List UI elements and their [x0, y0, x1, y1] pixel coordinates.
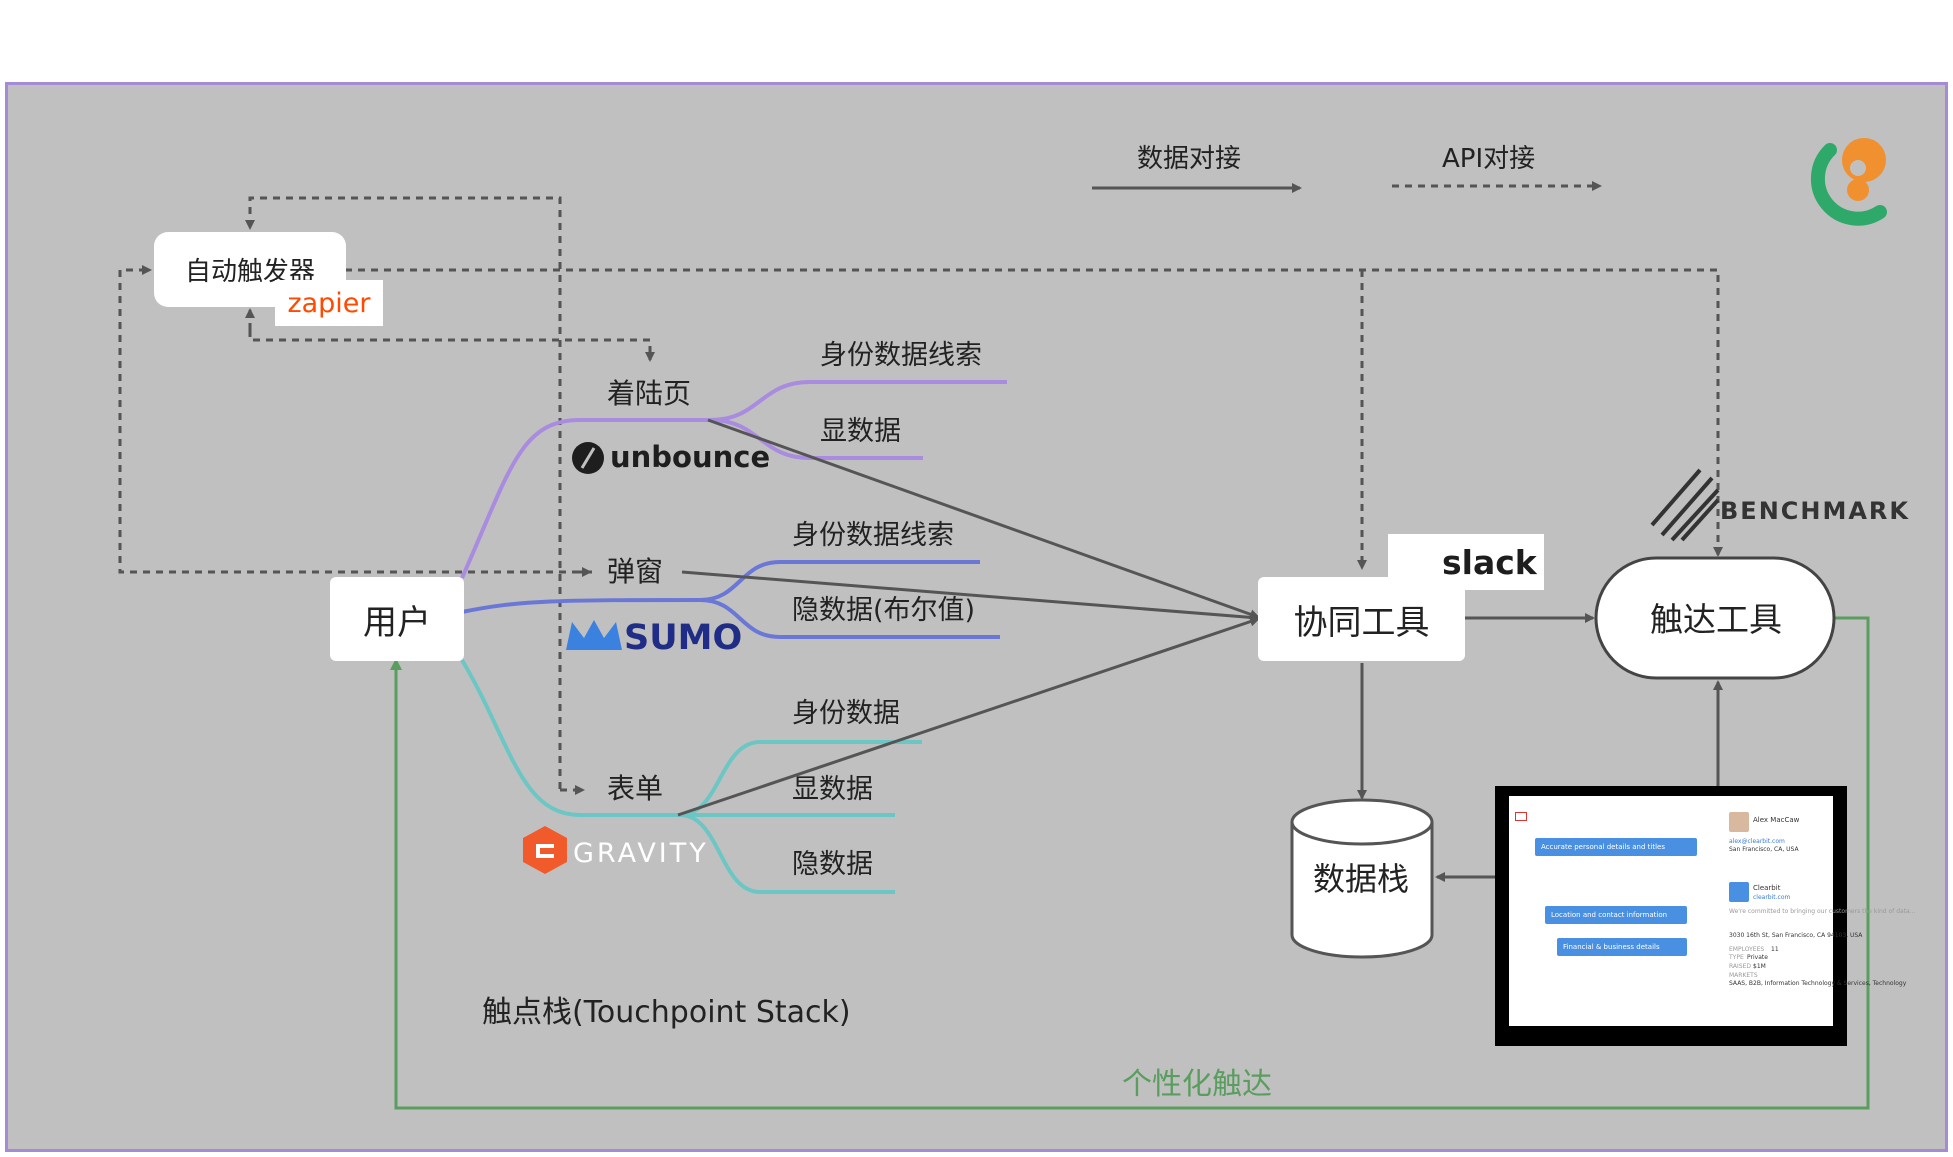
- employees-label: EMPLOYEES: [1729, 946, 1765, 953]
- markets-label: MARKETS: [1729, 972, 1758, 979]
- reach-tool-label: 触达工具: [1650, 600, 1782, 639]
- sumo-wordmark: SUMO: [624, 618, 743, 658]
- popup-label: 弹窗: [607, 555, 664, 588]
- pill-personal-details: Accurate personal details and titles: [1535, 838, 1697, 856]
- personalized-reach-caption: 个性化触达: [1122, 1067, 1272, 1102]
- mail-icon: [1515, 812, 1527, 821]
- benchmark-wordmark: BENCHMARK: [1720, 497, 1911, 525]
- form-branch-implicit: 隐数据: [792, 849, 873, 880]
- personalized-reach-loop: [390, 616, 1870, 1110]
- popup-branch-boolean: 隐数据(布尔值): [792, 595, 976, 626]
- zapier-wordmark: zapier: [287, 287, 371, 319]
- user-node: 用户: [330, 577, 464, 661]
- user-label: 用户: [363, 602, 431, 643]
- data-connections: [677, 418, 1723, 882]
- brand-logo-icon: [1810, 138, 1887, 226]
- company-name: Clearbit: [1753, 884, 1781, 892]
- collab-tool-node: 协同工具: [1258, 577, 1465, 661]
- sumo-logo: SUMO: [624, 618, 742, 658]
- pill-financial: Financial & business details: [1557, 938, 1687, 956]
- profile-email: alex@clearbit.com: [1729, 838, 1785, 845]
- enrichment-screenshot: Alex MacCaw alex@clearbit.com San Franci…: [1495, 786, 1915, 1046]
- landing-page-label: 着陆页: [607, 377, 692, 410]
- popup-branch-identity: 身份数据线索: [792, 520, 954, 551]
- profile-location: San Francisco, CA, USA: [1729, 846, 1799, 853]
- zapier-logo: zapier: [275, 280, 383, 326]
- raised-label: RAISED: [1729, 963, 1752, 970]
- markets-value: SAAS, B2B, Information Technology & Serv…: [1729, 980, 1907, 987]
- unbounce-wordmark: unbounce: [610, 440, 771, 474]
- gravity-logo: GRAVITY: [573, 838, 709, 869]
- unbounce-icon: [572, 442, 604, 474]
- company-domain: clearbit.com: [1753, 894, 1791, 901]
- avatar: [1729, 812, 1749, 832]
- reach-tool-shape: [1594, 556, 1836, 680]
- collab-tool-label: 协同工具: [1293, 602, 1430, 643]
- type-label: TYPE: [1729, 954, 1744, 961]
- form-branch-identity: 身份数据: [792, 698, 900, 729]
- landing-branch-identity: 身份数据线索: [820, 340, 982, 371]
- company-logo: [1729, 882, 1749, 902]
- data-stack-label: 数据栈: [1313, 860, 1410, 898]
- company-blurb: We're committed to bringing our customer…: [1729, 908, 1916, 915]
- popup-branches: [461, 560, 1000, 639]
- type-value: Private: [1747, 954, 1768, 961]
- data-stack-cylinder: [1290, 798, 1434, 959]
- unbounce-logo: unbounce: [610, 440, 770, 474]
- form-branch-explicit: 显数据: [792, 774, 873, 805]
- touchpoint-stack-caption: 触点栈(Touchpoint Stack): [482, 995, 851, 1030]
- landing-branches: [460, 380, 1007, 579]
- form-label: 表单: [607, 772, 664, 805]
- raised-value: $1M: [1753, 963, 1766, 970]
- legend-data-label: 数据对接: [1137, 144, 1242, 174]
- employees-value: 11: [1771, 946, 1779, 953]
- benchmark-logo: BENCHMARK: [1720, 497, 1910, 525]
- gravity-wordmark: GRAVITY: [573, 838, 709, 869]
- landing-branch-explicit: 显数据: [820, 416, 901, 447]
- pill-location: Location and contact information: [1545, 906, 1687, 924]
- legend-api-label: API对接: [1442, 144, 1536, 174]
- slack-wordmark: slack: [1442, 542, 1537, 582]
- benchmark-stripes-icon: [1650, 468, 1720, 542]
- gravity-hexagon-icon: [523, 826, 567, 874]
- profile-name: Alex MacCaw: [1753, 816, 1800, 824]
- sumo-crown-icon: [566, 620, 622, 650]
- company-address: 3030 16th St, San Francisco, CA 94103, U…: [1729, 932, 1863, 939]
- form-branches: [460, 658, 922, 894]
- slack-logo: slack: [1388, 534, 1544, 590]
- enrichment-screenshot-inner: Alex MacCaw alex@clearbit.com San Franci…: [1509, 796, 1915, 1026]
- api-dashed-connections: [118, 196, 1723, 795]
